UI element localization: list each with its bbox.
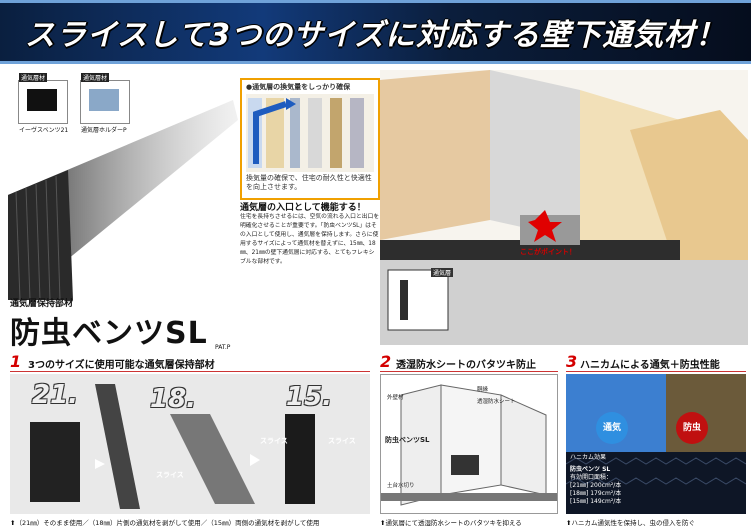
section-3-title: ハニカムによる通気＋防虫性能 bbox=[580, 360, 720, 371]
section-2-caption: ⬆通気層にて透湿防水シートのバタツキを抑える bbox=[380, 519, 522, 527]
section-1-number: 1 bbox=[10, 352, 22, 371]
description-title: 通気層の入口として機能する！ bbox=[240, 203, 366, 213]
detail-label: 通気層 bbox=[431, 268, 454, 277]
ventilation-flow-diagram bbox=[246, 94, 374, 172]
product-subtitle: 通気層保持部材 bbox=[10, 299, 74, 309]
slice-label-1: スライス bbox=[156, 471, 184, 479]
label-product: 防虫ベンツSL bbox=[385, 436, 430, 444]
product-name: 防虫ベンツSL bbox=[10, 316, 208, 351]
spec-row: [18㎜] 179cm²/本 bbox=[570, 490, 622, 497]
section-2-diagram: 外壁材 胴縁 透湿防水シート 防虫ベンツSL 土台水切り bbox=[380, 374, 558, 514]
profile-shape-icon bbox=[89, 89, 119, 111]
thumb-tag: 通気層材 bbox=[19, 73, 48, 82]
size-15-label: 15. bbox=[286, 382, 333, 412]
thumb-tag: 通気層材 bbox=[81, 73, 110, 82]
thumb-caption: 通気層ホルダーP bbox=[81, 127, 127, 134]
description-body: 住宅を長持ちさせるには、空気の流れる入口と出口を明確化させることが重要です。「防… bbox=[240, 214, 380, 265]
section-1-divider bbox=[10, 371, 370, 372]
banner-title: スライスして3つのサイズに対応する壁下通気材！ bbox=[24, 18, 727, 53]
wall-section-drawing bbox=[380, 70, 748, 345]
honeycomb-effect-title: ハニカム効果 bbox=[570, 454, 607, 461]
product-photo bbox=[8, 100, 238, 300]
section-1-caption: ⬆（21㎜）そのまま使用／（18㎜）片側の通気材を剥がして使用／（15㎜）両側の… bbox=[10, 519, 320, 527]
banner-top-stripe bbox=[0, 0, 751, 3]
section-3-number: 3 bbox=[566, 352, 578, 371]
section-2-number: 2 bbox=[380, 352, 392, 371]
patent-label: PAT.P bbox=[215, 344, 231, 351]
section-1-photo: 21. 18. 15. スライス スライス スライス bbox=[10, 374, 370, 514]
size-21-label: 21. bbox=[32, 380, 79, 410]
thumb-eaves-vents: 通気層材 イーヴスベンツ21 bbox=[18, 73, 68, 134]
info-box-heading: ●通気層の換気量をしっかり確保 bbox=[246, 83, 351, 91]
top-banner bbox=[0, 0, 751, 64]
spec-row: [21㎜] 200cm²/本 bbox=[570, 482, 622, 489]
installation-illustration bbox=[380, 70, 748, 345]
wall-cross-section bbox=[381, 384, 557, 506]
vent-badge: 通気 bbox=[596, 412, 628, 444]
spec-title: 防虫ベンツ SL bbox=[570, 466, 611, 473]
profile-shape-icon bbox=[27, 89, 57, 111]
slice-illustration bbox=[30, 384, 315, 509]
spec-row: [15㎜] 149cm²/本 bbox=[570, 498, 622, 505]
slice-label-2: スライス bbox=[260, 437, 288, 445]
slice-label-3: スライス bbox=[328, 437, 356, 445]
thumb-caption: イーヴスベンツ21 bbox=[19, 127, 69, 134]
label-frame: 胴縁 bbox=[477, 387, 489, 393]
label-outer-wall: 外壁材 bbox=[387, 395, 404, 401]
section-2-title: 透湿防水シートのバタツキ防止 bbox=[396, 360, 536, 371]
section-2-divider bbox=[380, 371, 558, 372]
thumb-holder-p: 通気層材 通気層ホルダーP bbox=[80, 73, 130, 134]
label-sheet: 透湿防水シート bbox=[477, 399, 516, 405]
section-3-caption: ⬆ハニカム通気性を保持し、虫の侵入を防ぐ bbox=[566, 519, 695, 527]
ventilation-info-box: ●通気層の換気量をしっかり確保 換気量の確保で、住宅の耐久性と快適性を向上させま… bbox=[240, 78, 380, 200]
info-box-note: 換気量の確保で、住宅の耐久性と快適性を向上させます。 bbox=[246, 174, 372, 191]
label-base: 土台水切り bbox=[387, 483, 415, 489]
point-label: ここがポイント！ bbox=[520, 248, 576, 256]
spec-subtitle: 有効開口面積： bbox=[570, 474, 613, 481]
banner-bottom-stripe bbox=[0, 61, 751, 64]
insect-badge: 防虫 bbox=[676, 412, 708, 444]
section-3-photo: 通気 防虫 ハニカム効果 防虫ベンツ SL 有効開口面積： [21㎜] 200c… bbox=[566, 374, 746, 514]
section-3-divider bbox=[566, 371, 746, 372]
size-18-label: 18. bbox=[150, 384, 197, 414]
section-1-title: 3つのサイズに使用可能な通気層保持部材 bbox=[28, 360, 215, 371]
